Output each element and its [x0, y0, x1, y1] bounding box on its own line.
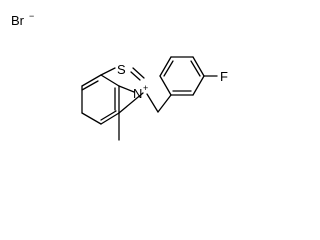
bond — [159, 75, 172, 96]
bond — [100, 67, 116, 76]
bond — [192, 75, 205, 96]
bond — [81, 80, 99, 91]
bond — [190, 60, 201, 77]
bromide-symbol: Br — [11, 13, 25, 28]
chemical-structure-diagram: Br − S N + — [11, 11, 228, 141]
bond — [132, 67, 145, 79]
bond — [118, 85, 135, 93]
bond — [81, 112, 102, 125]
sulfur-label: S — [117, 62, 126, 77]
bond — [192, 56, 205, 77]
nitrogen-charge: + — [143, 83, 148, 93]
fluorophenyl-ring — [159, 56, 218, 96]
bond — [118, 92, 144, 114]
bromide-ion: Br − — [11, 11, 34, 28]
bond — [100, 112, 120, 125]
bond — [163, 60, 174, 77]
nitrogen-label: N — [133, 86, 142, 101]
fluorine-label: F — [220, 69, 228, 84]
bond — [100, 74, 120, 87]
benzothiazolium-ring — [81, 67, 145, 141]
benzyl-bond — [157, 94, 172, 113]
bond — [159, 56, 172, 77]
bond — [81, 74, 102, 87]
bond — [130, 71, 141, 81]
bromide-charge: − — [29, 11, 34, 21]
bond — [100, 110, 117, 121]
benzyl-bond — [146, 93, 159, 113]
